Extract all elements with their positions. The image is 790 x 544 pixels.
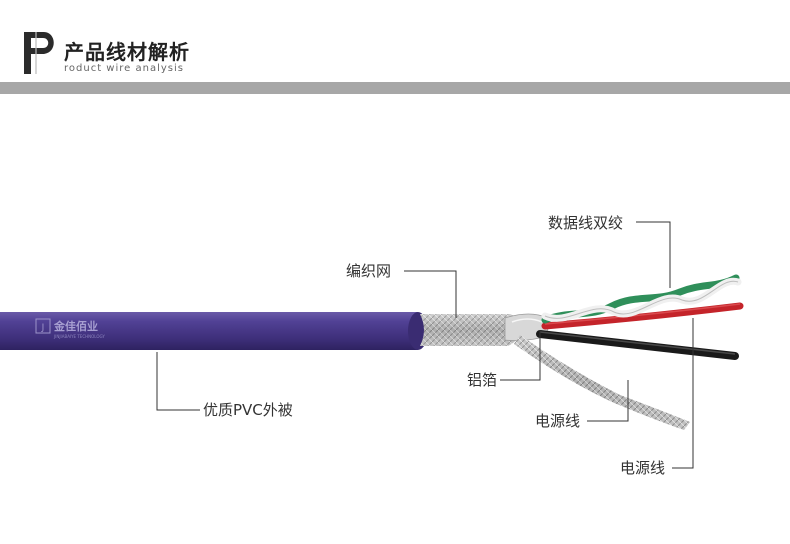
leader-jacket <box>156 352 200 411</box>
wire-black <box>536 330 739 360</box>
leader-power-2 <box>672 318 694 469</box>
leader-lines <box>156 221 694 469</box>
callout-braid: 编织网 <box>346 262 391 280</box>
leader-data-pair <box>636 221 671 288</box>
section-subtitle: roduct wire analysis <box>64 63 184 74</box>
drain-braid-strand <box>514 335 690 430</box>
brand-subtext: JINJIABAIYE TECHNOLOGY <box>53 334 105 339</box>
header-divider-bar <box>0 82 790 94</box>
callout-foil: 铝箔 <box>467 371 497 389</box>
callout-data-pair: 数据线双绞 <box>548 214 623 232</box>
callout-power-line-1: 电源线 <box>535 412 580 430</box>
braided-shield <box>420 314 522 346</box>
brand-text: 金佳佰业 <box>53 319 98 333</box>
svg-text:J: J <box>41 323 45 333</box>
section-header: 产品线材解析 roduct wire analysis <box>0 0 790 95</box>
brand-mark: J 金佳佰业 JINJIABAIYE TECHNOLOGY <box>35 318 105 339</box>
twisted-pair-green-white <box>541 274 742 324</box>
leader-braid <box>404 270 457 318</box>
leader-foil <box>500 330 541 381</box>
callout-power-line-2: 电源线 <box>620 459 665 477</box>
leader-power-1 <box>587 380 629 422</box>
wire-red <box>541 302 744 330</box>
p-letter-logo <box>24 32 54 74</box>
callout-jacket: 优质PVC外被 <box>203 401 293 419</box>
section-title: 产品线材解析 <box>64 40 190 64</box>
